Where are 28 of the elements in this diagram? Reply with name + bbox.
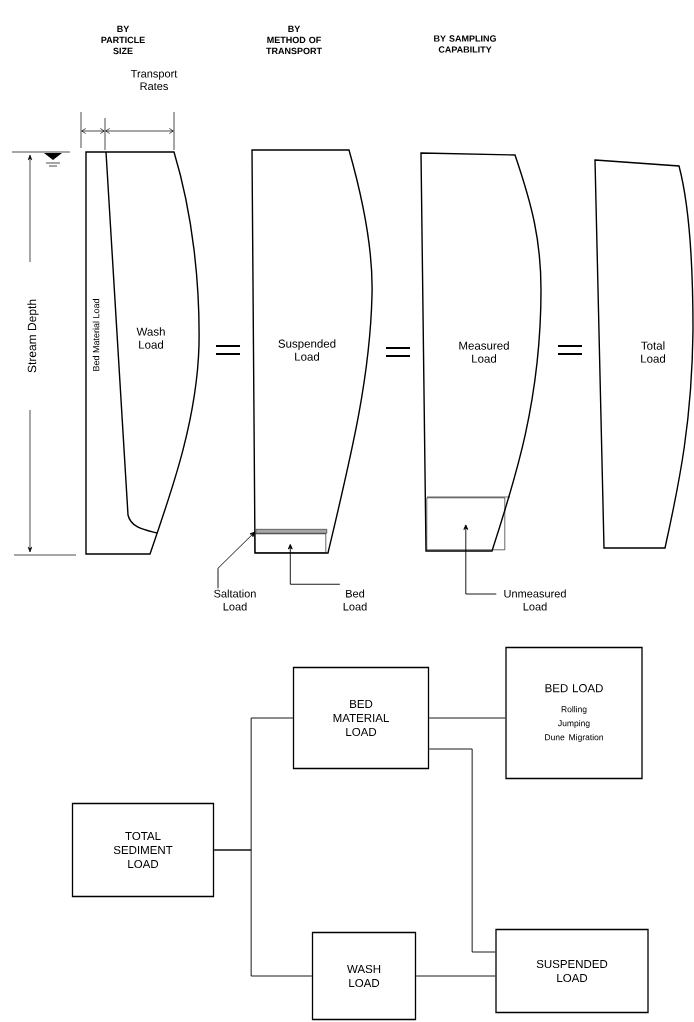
column-heading: BY SAMPLING CAPABILITY xyxy=(434,35,496,53)
load-label: Suspended Load xyxy=(278,339,336,361)
saltation-band xyxy=(255,529,328,534)
load-label: Measured Load xyxy=(459,341,509,363)
dimension-label: Transport Rates xyxy=(130,69,178,91)
connector-line xyxy=(415,975,496,977)
connector-line xyxy=(428,717,506,719)
load-box: BED LOAD Rolling Jumping Dune Migration xyxy=(505,646,643,780)
load-region xyxy=(426,496,511,551)
connector-line xyxy=(428,748,496,953)
connector-line xyxy=(213,849,313,977)
load-label: Total Load xyxy=(641,341,666,363)
load-label: Wash Load xyxy=(136,327,165,349)
load-region xyxy=(254,533,327,554)
leader-line xyxy=(463,524,497,595)
leader-text: Unmeasured Load xyxy=(504,589,566,611)
load-box: WASH LOAD xyxy=(311,931,417,1021)
leader-text: Saltation Load xyxy=(214,589,256,611)
leader-line xyxy=(287,544,341,585)
dimension-label: Stream Depth xyxy=(27,299,39,373)
load-box: TOTAL SEDIMENT LOAD xyxy=(71,802,215,898)
load-box: BED MATERIAL LOAD xyxy=(292,666,430,770)
column-heading: BY PARTICLE SIZE xyxy=(101,25,145,55)
column-heading: BY METHOD OF TRANSPORT xyxy=(266,25,322,55)
load-box: SUSPENDED LOAD xyxy=(495,928,649,1014)
load-label: Bed Material Load xyxy=(92,299,100,371)
leader-text: Bed Load xyxy=(343,589,367,611)
leader-line xyxy=(217,531,256,589)
